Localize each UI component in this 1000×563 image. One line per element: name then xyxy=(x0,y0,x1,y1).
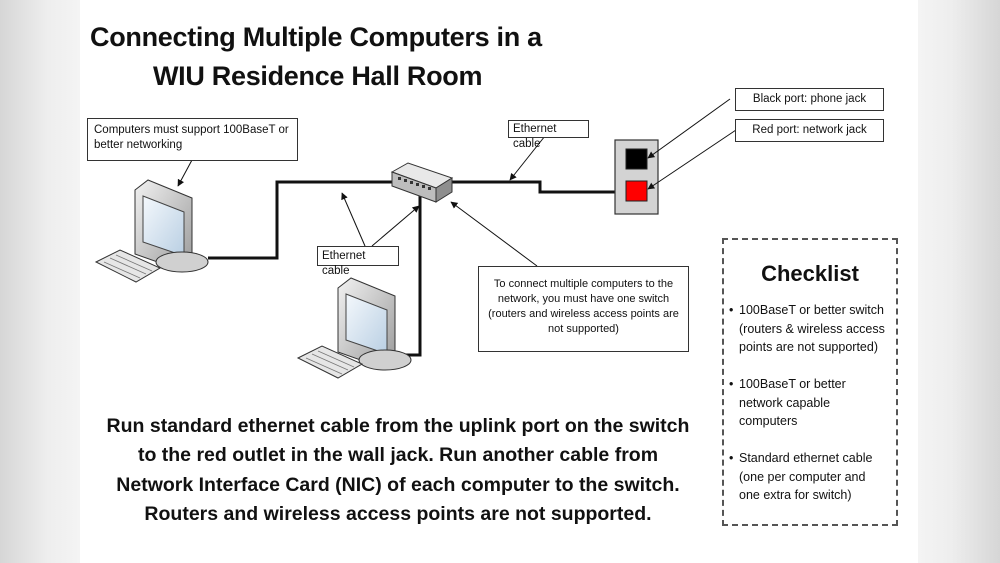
desktop-computer-icon xyxy=(296,277,412,379)
title-line-2: WIU Residence Hall Room xyxy=(153,61,483,91)
instruction-line-1: Run standard ethernet cable from the upl… xyxy=(106,415,690,437)
black-port-label: Black port: phone jack xyxy=(735,88,884,111)
checklist-item-text: 100BaseT or better switch (routers & wir… xyxy=(739,303,885,354)
desktop-computer-icon xyxy=(94,179,209,283)
checklist-item-text: Standard ethernet cable (one per compute… xyxy=(739,451,873,502)
left-margin xyxy=(0,0,80,563)
switch-note-callout: To connect multiple computers to the net… xyxy=(478,266,689,352)
network-jack-port xyxy=(625,180,648,202)
checklist-item: • Standard ethernet cable (one per compu… xyxy=(729,449,898,505)
checklist-item-text: 100BaseT or better network capable compu… xyxy=(739,377,846,428)
checklist-item: • 100BaseT or better switch (routers & w… xyxy=(729,301,898,357)
bullet-icon: • xyxy=(729,303,734,317)
instruction-line-3: Network Interface Card (NIC) of each com… xyxy=(116,474,680,496)
instruction-line-4: Routers and wireless access points are n… xyxy=(144,503,652,525)
checklist-title: Checklist xyxy=(761,261,859,286)
computer-support-callout: Computers must support 100BaseT or bette… xyxy=(87,118,298,161)
bullet-icon: • xyxy=(729,377,734,391)
arrow-icon xyxy=(177,98,737,267)
checklist-item: • 100BaseT or better network capable com… xyxy=(729,375,898,431)
ethernet-cable-label-top: Ethernet cable xyxy=(508,120,589,150)
wall-jack-icon xyxy=(614,139,659,215)
checklist-box: Checklist • 100BaseT or better switch (r… xyxy=(722,238,898,526)
red-port-label: Red port: network jack xyxy=(735,119,884,142)
bullet-icon: • xyxy=(729,451,734,465)
network-switch-icon xyxy=(390,162,454,203)
instruction-line-2: to the red outlet in the wall jack. Run … xyxy=(137,444,659,466)
right-margin xyxy=(918,0,1000,563)
phone-jack-port xyxy=(625,148,648,170)
ethernet-cable-label-mid: Ethernet cable xyxy=(317,246,399,277)
title-line-1: Connecting Multiple Computers in a xyxy=(90,22,542,52)
